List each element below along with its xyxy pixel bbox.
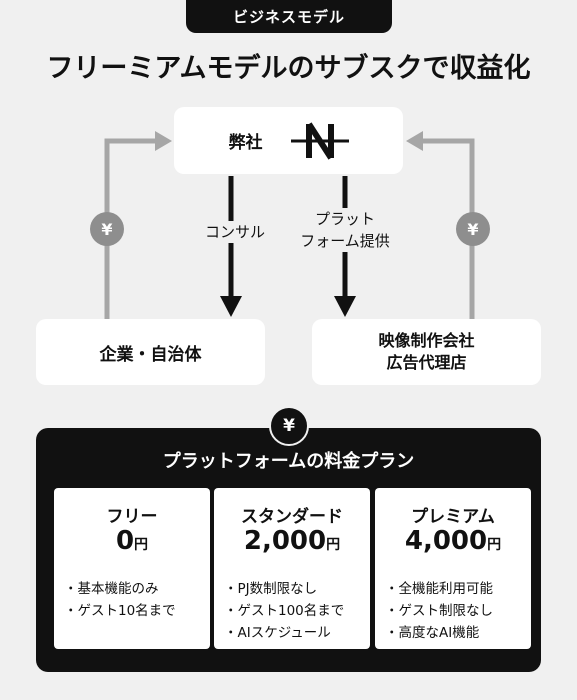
- plan-feature: ・ゲスト制限なし: [385, 603, 493, 619]
- plan-price: 4,000円: [375, 526, 531, 556]
- platform-label-line-1: プラット: [314, 210, 375, 228]
- plan-feature: ・全機能利用可能: [385, 581, 493, 597]
- client-node-enterprise: 企業・自治体: [36, 319, 265, 385]
- plan-price: 0円: [54, 526, 210, 556]
- plan-feature: ・基本機能のみ: [64, 581, 159, 597]
- plan-feature: ・ゲスト100名まで: [224, 603, 345, 619]
- plan-name: スタンダード: [241, 507, 343, 527]
- client-node-agency-line-2: 広告代理店: [386, 353, 467, 372]
- payment-arrow-left: [104, 138, 158, 319]
- plan-price-value: 4,000: [404, 526, 488, 556]
- platform-label: プラット フォーム提供: [285, 208, 405, 252]
- plan-feature: ・高度なAI機能: [385, 625, 480, 641]
- plan-card-premium: プレミアム 4,000円 ・全機能利用可能 ・ゲスト制限なし ・高度なAI機能: [375, 488, 531, 649]
- yen-icon: ¥: [269, 406, 309, 446]
- section-tag: ビジネスモデル: [186, 0, 392, 33]
- plan-price: 2,000円: [214, 526, 370, 556]
- payment-arrow-left-head: [155, 131, 172, 151]
- company-node: 弊社: [174, 107, 403, 174]
- plan-price-value: 2,000: [243, 526, 327, 556]
- plan-card-standard: スタンダード 2,000円 ・PJ数制限なし ・ゲスト100名まで ・AIスケジ…: [214, 488, 370, 649]
- plan-price-value: 0: [115, 526, 135, 556]
- plan-feature: ・PJ数制限なし: [224, 581, 318, 597]
- client-node-agency: 映像制作会社 広告代理店: [312, 319, 541, 385]
- plan-name: プレミアム: [411, 507, 495, 527]
- plan-name: フリー: [106, 507, 158, 527]
- platform-label-line-2: フォーム提供: [300, 232, 390, 250]
- plan-features: ・PJ数制限なし ・ゲスト100名まで ・AIスケジュール: [224, 578, 364, 644]
- company-label: 弊社: [228, 133, 263, 153]
- page-title: フリーミアムモデルのサブスクで収益化: [46, 53, 531, 84]
- consult-arrow-head: [220, 296, 242, 317]
- section-tag-label: ビジネスモデル: [232, 8, 345, 26]
- plan-card-free: フリー 0円 ・基本機能のみ ・ゲスト10名まで: [54, 488, 210, 649]
- plan-features: ・基本機能のみ ・ゲスト10名まで: [64, 578, 204, 622]
- payment-arrow-right: [420, 138, 475, 319]
- plan-feature: ・AIスケジュール: [224, 625, 331, 641]
- yen-icon: ¥: [90, 212, 124, 246]
- plan-price-unit: 円: [487, 537, 502, 553]
- plan-feature: ・ゲスト10名まで: [64, 603, 176, 619]
- consult-label: コンサル: [185, 221, 285, 243]
- plan-features: ・全機能利用可能 ・ゲスト制限なし ・高度なAI機能: [385, 578, 525, 644]
- payment-arrow-right-head: [406, 131, 423, 151]
- pricing-title: プラットフォームの料金プラン: [162, 451, 415, 472]
- plan-price-unit: 円: [134, 537, 149, 553]
- client-node-agency-line-1: 映像制作会社: [378, 331, 475, 350]
- yen-icon: ¥: [456, 212, 490, 246]
- platform-arrow-head: [334, 296, 356, 317]
- company-logo-icon: [290, 121, 349, 160]
- plan-price-unit: 円: [326, 537, 341, 553]
